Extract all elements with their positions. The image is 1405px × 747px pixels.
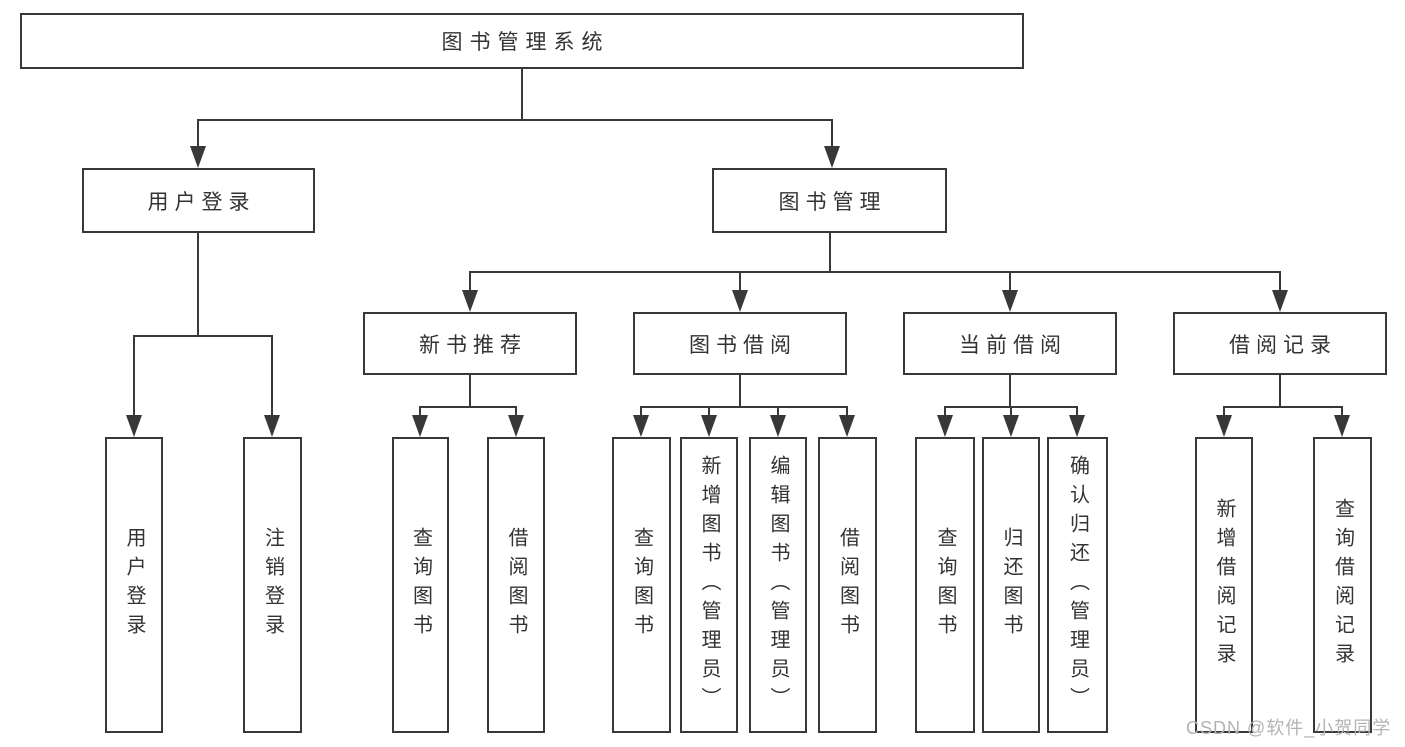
connector-stem — [1223, 406, 1225, 417]
leaf-query-book-3: 查询图书 — [915, 437, 975, 733]
connector-stem — [133, 335, 135, 419]
node-book-management-label: 图书管理 — [778, 190, 887, 214]
node-book-borrow-label: 图书借阅 — [689, 333, 797, 357]
node-user-login: 用户登录 — [82, 168, 315, 233]
connector-stem — [777, 406, 779, 417]
leaf-label: 新增借阅记录 — [1213, 498, 1235, 672]
leaf-logout: 注销登录 — [243, 437, 302, 733]
connector-stem — [515, 406, 517, 417]
node-current-borrow: 当前借阅 — [903, 312, 1117, 375]
node-current-borrow-label: 当前借阅 — [959, 333, 1067, 357]
node-borrow-record: 借阅记录 — [1173, 312, 1387, 375]
node-new-book-recommend: 新书推荐 — [363, 312, 577, 375]
arrow-down-icon — [824, 146, 840, 168]
arrow-down-icon — [264, 415, 280, 437]
leaf-label: 用户登录 — [123, 527, 145, 643]
connector-stem — [1279, 271, 1281, 292]
leaf-return-book: 归还图书 — [982, 437, 1040, 733]
arrow-down-icon — [1002, 290, 1018, 312]
leaf-query-book-2: 查询图书 — [612, 437, 671, 733]
connector-stem — [1009, 271, 1011, 292]
connector-stub — [1009, 375, 1011, 408]
arrow-down-icon — [1334, 415, 1350, 437]
connector-bar — [419, 406, 517, 408]
leaf-label: 归还图书 — [1000, 527, 1022, 643]
arrow-down-icon — [1069, 415, 1085, 437]
leaf-label: 确认归还（管理员） — [1066, 454, 1089, 716]
leaf-label: 借阅图书 — [505, 527, 527, 643]
arrow-down-icon — [732, 290, 748, 312]
leaf-label: 查询图书 — [934, 527, 956, 643]
arrow-down-icon — [701, 415, 717, 437]
connector-stem — [640, 406, 642, 417]
leaf-borrow-book-2: 借阅图书 — [818, 437, 877, 733]
node-root: 图书管理系统 — [20, 13, 1024, 69]
node-user-login-label: 用户登录 — [147, 190, 256, 214]
connector-stem-book-management — [831, 119, 833, 150]
arrow-down-icon — [126, 415, 142, 437]
connector-stem — [944, 406, 946, 417]
leaf-label: 查询图书 — [630, 527, 653, 643]
arrow-down-icon — [1272, 290, 1288, 312]
connector-stub — [1279, 375, 1281, 408]
node-borrow-record-label: 借阅记录 — [1229, 333, 1337, 357]
arrow-down-icon — [633, 415, 649, 437]
connector-stem — [419, 406, 421, 417]
leaf-label: 查询借阅记录 — [1331, 498, 1354, 672]
connector-stem — [1341, 406, 1343, 417]
connector-stem — [1076, 406, 1078, 417]
node-book-borrow: 图书借阅 — [633, 312, 847, 375]
arrow-down-icon — [508, 415, 524, 437]
leaf-label: 注销登录 — [261, 527, 284, 643]
arrow-down-icon — [412, 415, 428, 437]
arrow-down-icon — [1003, 415, 1019, 437]
connector-bar — [640, 406, 848, 408]
connector-bar — [1223, 406, 1343, 408]
connector-stem — [1010, 406, 1012, 417]
arrow-down-icon — [770, 415, 786, 437]
leaf-edit-book-admin: 编辑图书（管理员） — [749, 437, 807, 733]
leaf-borrow-book-1: 借阅图书 — [487, 437, 545, 733]
connector-stub — [469, 375, 471, 408]
connector-user-login-bar — [133, 335, 273, 337]
leaf-user-login: 用户登录 — [105, 437, 163, 733]
arrow-down-icon — [1216, 415, 1232, 437]
arrow-down-icon — [937, 415, 953, 437]
arrow-down-icon — [462, 290, 478, 312]
leaf-query-borrow-record: 查询借阅记录 — [1313, 437, 1372, 733]
leaf-label: 查询图书 — [409, 527, 432, 643]
connector-stem — [846, 406, 848, 417]
leaf-confirm-return-admin: 确认归还（管理员） — [1047, 437, 1108, 733]
leaf-add-book-admin: 新增图书（管理员） — [680, 437, 738, 733]
connector-stub — [739, 375, 741, 408]
leaf-add-borrow-record: 新增借阅记录 — [1195, 437, 1253, 733]
connector-user-login-stub — [197, 233, 199, 337]
connector-stem — [271, 335, 273, 419]
connector-book-management-stub — [829, 233, 831, 273]
connector-root-stub — [521, 69, 523, 119]
node-new-book-recommend-label: 新书推荐 — [419, 333, 527, 357]
connector-stem — [739, 271, 741, 292]
arrow-down-icon — [190, 146, 206, 168]
leaf-label: 编辑图书（管理员） — [767, 454, 789, 716]
node-root-label: 图书管理系统 — [441, 31, 610, 54]
connector-stem — [708, 406, 710, 417]
connector-stem-user-login — [197, 119, 199, 150]
watermark: CSDN @软件_小贺同学 — [1186, 718, 1392, 738]
leaf-query-book-1: 查询图书 — [392, 437, 449, 733]
leaf-label: 新增图书（管理员） — [698, 454, 720, 716]
leaf-label: 借阅图书 — [836, 527, 859, 643]
arrow-down-icon — [839, 415, 855, 437]
connector-stem — [469, 271, 471, 292]
node-book-management: 图书管理 — [712, 168, 947, 233]
connector-level2-bar — [197, 119, 833, 121]
connector-level3-bar — [469, 271, 1281, 273]
